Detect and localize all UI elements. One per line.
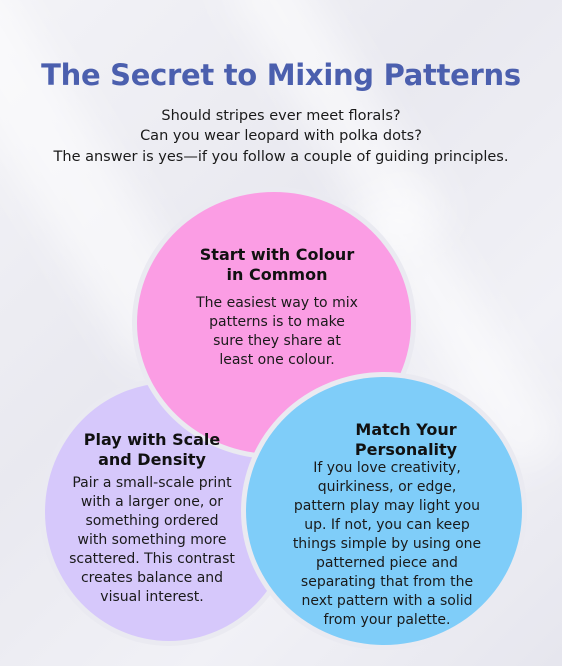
personality-heading-line: Personality	[354, 440, 458, 459]
scale-body-line: with a larger one, or	[80, 494, 224, 510]
personality-heading: Match Your Personality	[331, 420, 481, 460]
page-title: The Secret to Mixing Patterns	[41, 58, 521, 92]
personality-body-line: If you love creativity,	[313, 460, 461, 476]
colour-heading: Start with Colour in Common	[187, 245, 367, 285]
personality-heading-line: Match Your	[355, 420, 457, 439]
personality-body: If you love creativity, quirkiness, or e…	[282, 459, 492, 630]
personality-body-line: separating that from the	[300, 574, 474, 590]
scale-body-line: visual interest.	[100, 589, 204, 605]
colour-body-line: The easiest way to mix	[196, 295, 358, 311]
colour-body-line: patterns is to make	[209, 314, 345, 330]
personality-body-line: quirkiness, or edge,	[317, 479, 457, 495]
colour-heading-line: Start with Colour	[199, 245, 355, 264]
scale-body-line: with something more	[77, 532, 227, 548]
intro-line: Can you wear leopard with polka dots?	[140, 128, 422, 144]
scale-heading-line: and Density	[98, 450, 206, 469]
personality-body-line: up. If not, you can keep	[304, 517, 470, 533]
personality-body-line: things simple by using one	[292, 536, 482, 552]
personality-body-line: pattern play may light you	[293, 498, 481, 514]
personality-circle	[246, 377, 522, 645]
intro-line: Should stripes ever meet florals?	[161, 108, 401, 124]
colour-body: The easiest way to mix patterns is to ma…	[172, 294, 382, 370]
scale-body: Pair a small-scale print with a larger o…	[52, 474, 252, 607]
colour-heading-line: in Common	[226, 265, 328, 284]
scale-body-line: creates balance and	[80, 570, 224, 586]
scale-heading: Play with Scale and Density	[62, 430, 242, 470]
colour-body-line: sure they share at	[213, 333, 341, 349]
scale-body-line: scattered. This contrast	[69, 551, 235, 567]
personality-body-line: from your palette.	[323, 612, 451, 628]
scale-heading-line: Play with Scale	[83, 430, 221, 449]
scale-body-line: something ordered	[85, 513, 219, 529]
personality-body-line: patterned piece and	[316, 555, 458, 571]
colour-body-line: least one colour.	[219, 352, 335, 368]
personality-body-line: next pattern with a solid	[301, 593, 473, 609]
scale-body-line: Pair a small-scale print	[72, 475, 232, 491]
intro-line: The answer is yes—if you follow a couple…	[53, 149, 509, 165]
